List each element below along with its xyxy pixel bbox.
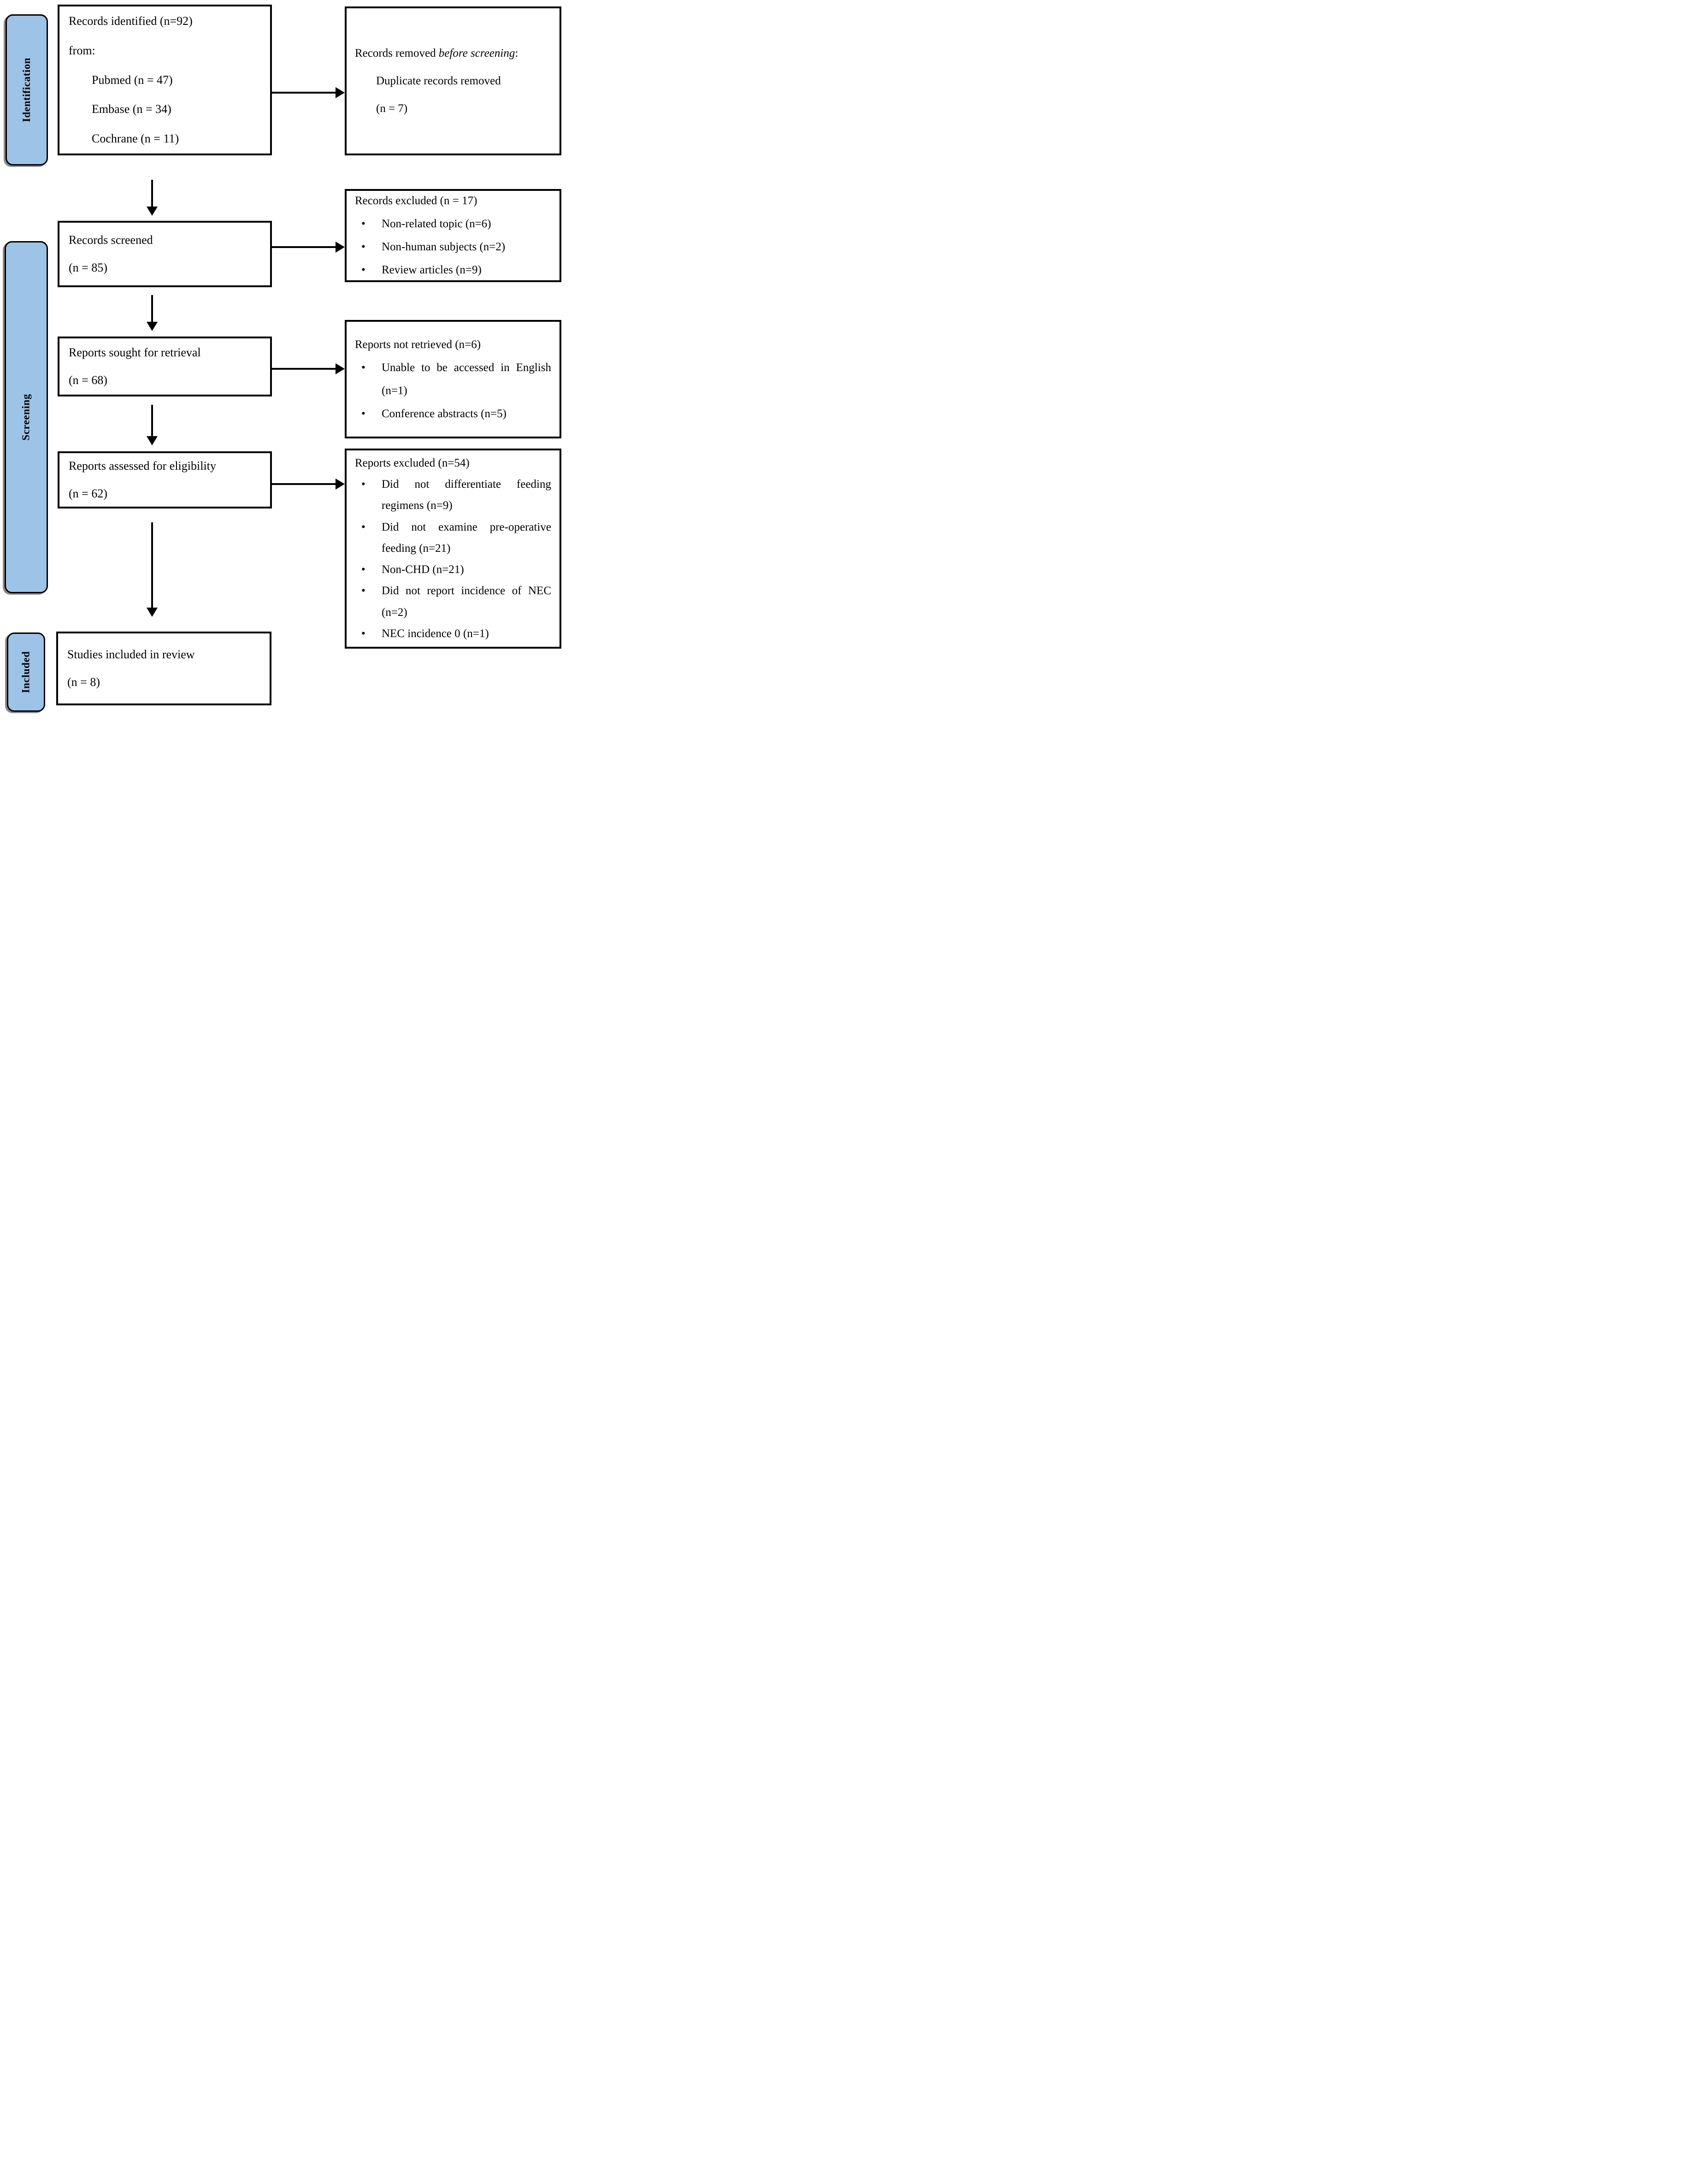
reports-not-retrieved-bullet-1: Unable to be accessed in English (n=1) bbox=[382, 361, 551, 397]
stage-screening-label: Screening bbox=[20, 394, 32, 441]
reports-excluded-bullet-2: Did not examine pre-operative feeding (n… bbox=[382, 520, 551, 555]
reports-sought-line1: Reports sought for retrieval bbox=[69, 346, 201, 360]
arrow-right-icon bbox=[336, 479, 345, 490]
stage-screening: Screening bbox=[5, 241, 48, 593]
records-removed-title-suffix: : bbox=[515, 47, 518, 59]
list-item: • NEC incidence 0 (n=1) bbox=[361, 623, 551, 644]
records-screened-line1: Records screened bbox=[69, 233, 153, 247]
list-item: • Non-CHD (n=21) bbox=[361, 559, 551, 580]
arrow-down-icon bbox=[147, 322, 158, 331]
list-item: • Did not examine pre-operative feeding (… bbox=[361, 517, 551, 560]
list-item: • Unable to be accessed in English (n=1) bbox=[361, 356, 551, 402]
arrow-right-icon bbox=[336, 87, 345, 98]
records-identified-source-pubmed: Pubmed (n = 47) bbox=[92, 73, 173, 87]
arrow-assessed-to-excluded-line bbox=[271, 483, 336, 485]
box-records-removed: Records removed before screening: Duplic… bbox=[345, 6, 561, 155]
records-identified-line1: Records identified (n=92) bbox=[69, 14, 193, 28]
records-identified-source-embase: Embase (n = 34) bbox=[92, 102, 171, 116]
bullet-icon: • bbox=[361, 627, 365, 640]
list-item: • Did not report incidence of NEC (n=2) bbox=[361, 580, 551, 623]
reports-assessed-line2: (n = 62) bbox=[69, 487, 107, 500]
arrow-screened-to-excluded-line bbox=[271, 246, 336, 248]
arrow-right-icon bbox=[336, 242, 345, 253]
records-removed-line2: Duplicate records removed bbox=[376, 74, 501, 87]
records-identified-source-cochrane: Cochrane (n = 11) bbox=[92, 132, 179, 146]
records-excluded-bullet-2: Non-human subjects (n=2) bbox=[382, 241, 506, 253]
bullet-icon: • bbox=[361, 264, 365, 276]
box-reports-assessed: Reports assessed for eligibility (n = 62… bbox=[58, 451, 272, 508]
list-item: • Review articles (n=9) bbox=[361, 259, 551, 282]
arrow-sought-to-not-retrieved-line bbox=[271, 368, 336, 370]
reports-excluded-bullet-5: NEC incidence 0 (n=1) bbox=[382, 627, 489, 640]
box-records-excluded: Records excluded (n = 17) • Non-related t… bbox=[345, 189, 561, 282]
box-reports-not-retrieved: Reports not retrieved (n=6) • Unable to b… bbox=[345, 320, 561, 438]
reports-excluded-bullet-3: Non-CHD (n=21) bbox=[382, 563, 464, 576]
reports-not-retrieved-list: •Unable to be accessed in English (n=1) … bbox=[355, 356, 551, 426]
arrow-sought-to-assessed-line bbox=[151, 405, 153, 436]
arrow-down-icon bbox=[147, 207, 158, 216]
list-item: • Non-related topic (n=6) bbox=[361, 213, 551, 236]
arrow-right-icon bbox=[336, 363, 345, 374]
box-records-screened: Records screened (n = 85) bbox=[58, 221, 272, 287]
bullet-icon: • bbox=[361, 241, 365, 253]
stage-identification-label: Identification bbox=[21, 58, 33, 122]
records-excluded-bullet-1: Non-related topic (n=6) bbox=[382, 218, 491, 230]
bullet-icon: • bbox=[361, 478, 365, 491]
reports-not-retrieved-bullet-2: Conference abstracts (n=5) bbox=[382, 407, 507, 420]
box-reports-sought: Reports sought for retrieval (n = 68) bbox=[58, 337, 272, 396]
records-removed-title-italic: before screening bbox=[438, 47, 515, 59]
box-studies-included: Studies included in review (n = 8) bbox=[56, 632, 271, 705]
reports-sought-line2: (n = 68) bbox=[69, 373, 107, 387]
records-removed-title: Records removed before screening: bbox=[355, 40, 551, 67]
records-removed-line3: (n = 7) bbox=[376, 102, 408, 115]
box-reports-excluded: Reports excluded (n=54) • Did not differe… bbox=[345, 449, 561, 649]
prisma-flow-diagram: Identification Screening Included Record… bbox=[0, 0, 569, 727]
stage-identification: Identification bbox=[6, 14, 48, 165]
bullet-icon: • bbox=[361, 361, 365, 374]
studies-included-line2: (n = 8) bbox=[67, 675, 100, 689]
bullet-icon: • bbox=[361, 520, 365, 533]
reports-excluded-title: Reports excluded (n=54) bbox=[355, 456, 470, 469]
studies-included-line1: Studies included in review bbox=[67, 648, 195, 662]
arrow-down-icon bbox=[147, 436, 158, 445]
bullet-icon: • bbox=[361, 563, 365, 576]
list-item: • Did not differentiate feeding regimens … bbox=[361, 474, 551, 517]
arrow-identified-to-screened-line bbox=[151, 180, 153, 207]
bullet-icon: • bbox=[361, 407, 365, 420]
stage-included: Included bbox=[7, 632, 45, 712]
reports-excluded-bullet-4: Did not report incidence of NEC (n=2) bbox=[382, 585, 551, 619]
records-identified-line2: from: bbox=[69, 43, 95, 57]
stage-included-label: Included bbox=[20, 651, 32, 693]
reports-assessed-line1: Reports assessed for eligibility bbox=[69, 459, 216, 473]
bullet-icon: • bbox=[361, 585, 365, 597]
reports-not-retrieved-title: Reports not retrieved (n=6) bbox=[355, 338, 481, 351]
records-excluded-list: • Non-related topic (n=6) • Non-human subj… bbox=[355, 213, 551, 282]
arrow-identified-to-removed-line bbox=[271, 92, 336, 94]
arrow-assessed-to-included-line bbox=[151, 522, 153, 608]
list-item: • Non-human subjects (n=2) bbox=[361, 236, 551, 259]
box-records-identified: Records identified (n=92) from: Pubmed (… bbox=[58, 5, 272, 155]
records-screened-line2: (n = 85) bbox=[69, 261, 107, 274]
reports-excluded-bullet-1: Did not differentiate feeding regimens (… bbox=[382, 478, 551, 512]
reports-excluded-list: • Did not differentiate feeding regimens … bbox=[355, 474, 551, 644]
records-excluded-bullet-3: Review articles (n=9) bbox=[382, 264, 482, 276]
records-excluded-title: Records excluded (n = 17) bbox=[355, 195, 477, 207]
arrow-down-icon bbox=[147, 608, 158, 617]
list-item: • Conference abstracts (n=5) bbox=[361, 402, 551, 426]
bullet-icon: • bbox=[361, 218, 365, 230]
records-removed-title-prefix: Records removed bbox=[355, 47, 439, 59]
arrow-screened-to-sought-line bbox=[151, 295, 153, 322]
